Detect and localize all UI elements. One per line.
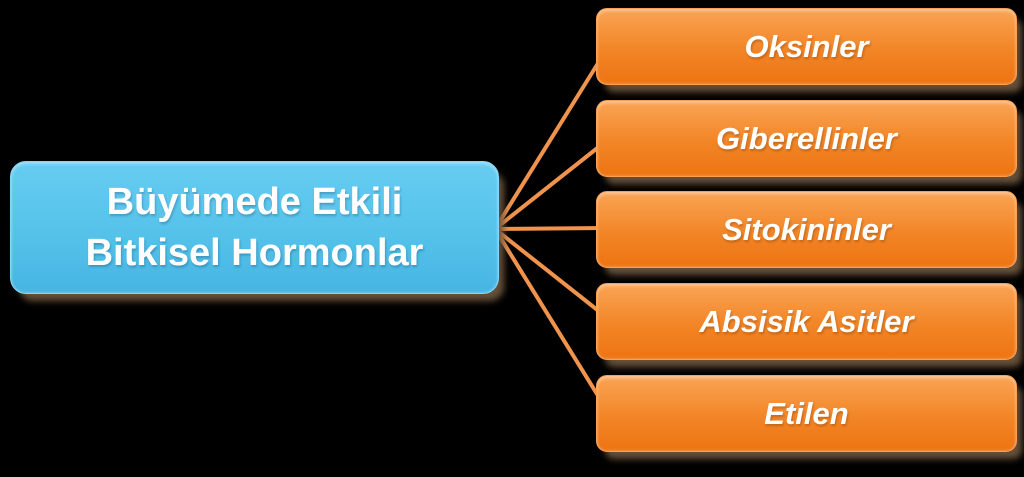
root-node-label: Büyümede Etkili Bitkisel Hormonlar bbox=[86, 177, 424, 279]
branch-node-etilen: Etilen bbox=[596, 375, 1017, 452]
branch-label: Absisik Asitler bbox=[699, 303, 914, 339]
branch-label: Etilen bbox=[764, 395, 849, 431]
connector-line-oksinler bbox=[493, 50, 607, 231]
root-node: Büyümede Etkili Bitkisel Hormonlar bbox=[10, 161, 499, 294]
branch-node-sitokininler: Sitokininler bbox=[596, 191, 1017, 268]
root-label-line-2: Bitkisel Hormonlar bbox=[85, 231, 424, 274]
root-label-line-1: Büyümede Etkili bbox=[106, 180, 403, 223]
connector-line-etilen bbox=[493, 227, 607, 409]
branch-label: Oksinler bbox=[744, 28, 869, 64]
branch-label: Giberellinler bbox=[716, 120, 897, 156]
connector-line-absisik-asitler bbox=[493, 227, 607, 318]
branch-node-absisik-asitler: Absisik Asitler bbox=[596, 283, 1017, 360]
connector-line-giberellinler bbox=[493, 140, 607, 231]
branch-node-giberellinler: Giberellinler bbox=[596, 100, 1017, 177]
branch-label: Sitokininler bbox=[722, 211, 891, 247]
branch-node-oksinler: Oksinler bbox=[596, 8, 1017, 85]
connector-line-sitokininler bbox=[494, 226, 606, 231]
